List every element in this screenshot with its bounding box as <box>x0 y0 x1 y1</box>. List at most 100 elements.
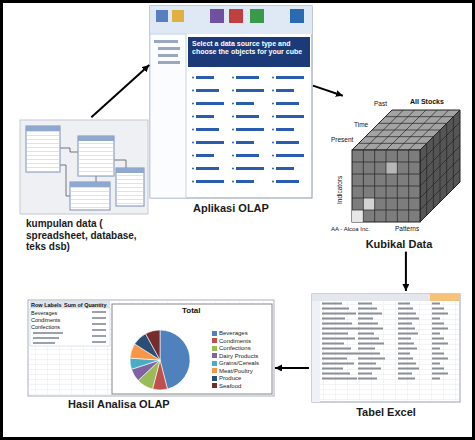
flow-arrow <box>405 252 407 291</box>
cell-text <box>398 348 417 350</box>
legend-swatch <box>212 368 217 373</box>
grid <box>28 300 274 396</box>
cell-text <box>358 378 377 380</box>
cell-text <box>322 353 358 355</box>
link-item <box>192 128 219 131</box>
link-item <box>192 141 224 144</box>
caption: kumpulan data ( spreadsheet, database, t… <box>18 216 150 253</box>
cell-highlight <box>352 210 363 222</box>
caption: Kubikal Data <box>330 236 468 251</box>
label: Total <box>182 307 201 316</box>
legend-swatch <box>212 361 217 366</box>
label: Condiments <box>31 317 60 323</box>
cell-text <box>358 323 378 325</box>
label: All Stocks <box>410 98 444 106</box>
cell-text <box>322 308 349 310</box>
cell-text <box>432 328 448 330</box>
caption: Aplikasi OLAP <box>150 200 312 215</box>
cell-text <box>358 368 381 370</box>
label: Indicators <box>336 176 343 204</box>
column-header <box>312 294 460 301</box>
schema-window <box>20 120 148 214</box>
side-pane <box>150 34 186 198</box>
link-item <box>272 167 294 170</box>
cell-text <box>322 313 356 315</box>
relation-line <box>114 160 126 168</box>
picture-area <box>310 292 462 404</box>
cell-text <box>358 348 375 350</box>
cell-text <box>432 333 440 335</box>
cell-text <box>398 323 412 325</box>
cube-grid <box>446 123 447 195</box>
cell-text <box>92 323 106 325</box>
cell-text <box>432 343 448 345</box>
sheet <box>312 294 460 402</box>
cube-grid <box>385 116 453 117</box>
link-item <box>192 89 219 92</box>
cube-grid <box>372 130 440 131</box>
cell-text <box>322 328 359 330</box>
legend-text: Beverages <box>219 330 248 336</box>
cell-text <box>432 363 440 365</box>
label: AA - Alcoa Inc. <box>331 226 370 233</box>
legend-entry: Beverages <box>212 330 248 337</box>
cell-text <box>358 313 382 315</box>
cell-text <box>33 342 55 344</box>
flow-arrow <box>313 86 343 96</box>
cell-text <box>322 373 350 375</box>
cell-text <box>92 329 106 331</box>
schema-picture <box>20 120 148 214</box>
link-item <box>192 154 214 157</box>
label: Select a data source type and choose the… <box>192 40 306 55</box>
cell-text <box>398 313 416 315</box>
result-sheet <box>28 300 274 396</box>
cube-side <box>420 110 460 222</box>
cell-text <box>322 318 345 320</box>
cell-text <box>322 333 348 335</box>
selected-header <box>430 294 460 301</box>
table-box <box>26 126 60 172</box>
cell-text <box>358 338 379 340</box>
cube-grid <box>397 150 398 222</box>
cube-grid <box>397 110 437 150</box>
cube-grid <box>352 198 420 199</box>
pie-slice <box>146 330 160 360</box>
cell-text <box>398 358 413 360</box>
cell-highlight <box>363 198 374 210</box>
cell-text <box>358 363 376 365</box>
cell-text <box>432 313 448 315</box>
cell-text <box>33 337 59 339</box>
label: Beverages <box>31 310 57 316</box>
link-item <box>272 180 299 183</box>
link-item <box>272 141 299 144</box>
picture-node: Aplikasi OLAP <box>150 6 312 215</box>
cell-text <box>432 308 444 310</box>
legend-text: Dairy Products <box>219 353 258 359</box>
legend-entry: Meat/Poultry <box>212 368 253 375</box>
link-item <box>272 128 294 131</box>
cell-text <box>92 341 106 343</box>
cell-text <box>358 318 373 320</box>
legend-entry: Produce <box>212 375 241 382</box>
cell-text <box>398 378 415 380</box>
cell-text <box>398 303 410 305</box>
cell-text <box>322 378 357 380</box>
picture-area <box>18 118 150 216</box>
cell-text <box>398 333 418 335</box>
link-item <box>192 115 214 118</box>
link-item <box>272 115 304 118</box>
link-item <box>272 154 304 157</box>
legend-swatch <box>212 346 217 351</box>
link-item <box>192 167 219 170</box>
legend-entry: Grains/Cereals <box>212 360 259 367</box>
icon <box>172 10 184 22</box>
icon <box>156 10 168 22</box>
legend-entry: Dairy Products <box>212 353 258 360</box>
icon <box>290 9 304 23</box>
cube-grid <box>420 146 460 186</box>
chart-box <box>112 304 272 394</box>
tree-item <box>158 61 180 64</box>
icon <box>229 9 243 23</box>
caption: Tabel Excel <box>310 404 462 419</box>
